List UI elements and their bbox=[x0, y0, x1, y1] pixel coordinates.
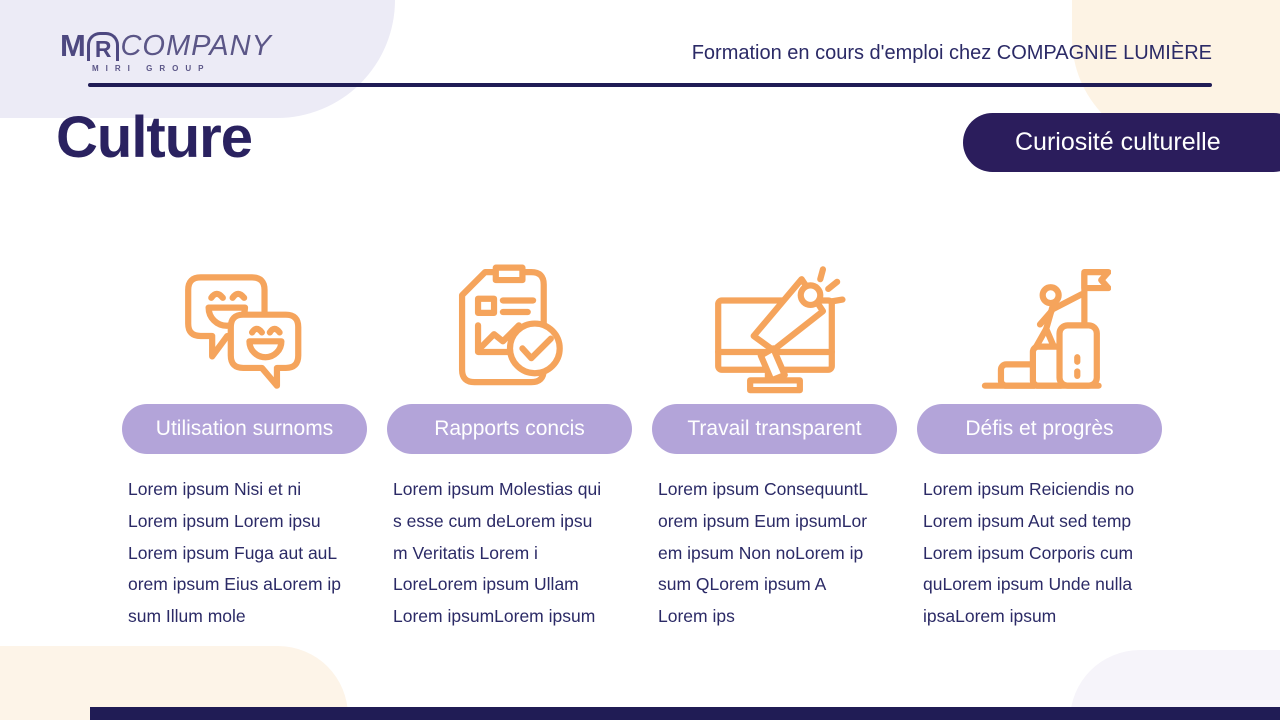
text-line: Lorem ipsum Reiciendis no bbox=[923, 479, 1135, 499]
pill-label: Utilisation surnoms bbox=[122, 404, 367, 454]
logo-arch-icon: R bbox=[86, 32, 120, 62]
pill-label: Défis et progrès bbox=[917, 404, 1162, 454]
content-columns: Utilisation surnoms Lorem ipsum Nisi et … bbox=[122, 244, 1162, 633]
report-checklist-icon bbox=[439, 244, 581, 396]
column-body-text: Lorem ipsum Reiciendis no Lorem ipsum Au… bbox=[917, 474, 1162, 633]
logo-letter-r: R bbox=[94, 36, 112, 62]
text-line: Lorem ipsum Fuga aut auL bbox=[128, 542, 338, 563]
course-header-title: Formation en cours d'emploi chez COMPAGN… bbox=[691, 42, 1212, 64]
section-badge: Curiosité culturelle bbox=[963, 113, 1280, 172]
text-line: sum Illum mole bbox=[128, 606, 246, 627]
text-line: s esse cum deLorem ipsu bbox=[393, 510, 593, 531]
text-line: Lorem ipsum ConsequuntL bbox=[658, 479, 869, 499]
text-line: Lorem ipsum Nisi et ni bbox=[128, 479, 302, 499]
text-line: LoreLorem ipsum Ullam bbox=[393, 574, 579, 595]
text-line: m Veritatis Lorem i bbox=[393, 542, 538, 563]
pill-label: Rapports concis bbox=[387, 404, 632, 454]
text-line: orem ipsum Eius aLorem ip bbox=[128, 574, 341, 595]
column-body-text: Lorem ipsum Nisi et ni Lorem ipsum Lorem… bbox=[122, 474, 367, 633]
logo-group-text: MIRI GROUP bbox=[92, 64, 211, 73]
logo-company-text: COMPANY bbox=[120, 30, 272, 62]
company-logo: M R COMPANY MIRI GROUP bbox=[60, 30, 272, 73]
text-line: orem ipsum Eum ipsumLor bbox=[658, 510, 868, 531]
text-line: Lorem ipsum Molestias qui bbox=[393, 479, 602, 499]
column-body-text: Lorem ipsum Molestias qui s esse cum deL… bbox=[387, 474, 632, 633]
text-line: Lorem ips bbox=[658, 606, 735, 627]
logo-letter-m: M bbox=[60, 28, 86, 63]
text-line: quLorem ipsum Unde nulla bbox=[923, 574, 1133, 595]
text-line: em ipsum Non noLorem ip bbox=[658, 542, 864, 563]
page-title: Culture bbox=[56, 105, 253, 170]
text-line: Lorem ipsum Aut sed temp bbox=[923, 510, 1132, 531]
footer-bar bbox=[90, 707, 1280, 720]
stairs-flag-icon bbox=[969, 244, 1111, 396]
column-body-text: Lorem ipsum ConsequuntL orem ipsum Eum i… bbox=[652, 474, 897, 633]
text-line: Lorem ipsum Corporis cum bbox=[923, 542, 1134, 563]
column-challenges: Défis et progrès Lorem ipsum Reiciendis … bbox=[917, 244, 1162, 633]
column-nicknames: Utilisation surnoms Lorem ipsum Nisi et … bbox=[122, 244, 367, 633]
chat-smileys-icon bbox=[174, 244, 316, 396]
decorative-blob-top-left bbox=[0, 0, 395, 118]
header-divider bbox=[88, 83, 1212, 87]
column-transparent-work: Travail transparent Lorem ipsum Consequu… bbox=[652, 244, 897, 633]
text-line: sum QLorem ipsum A bbox=[658, 574, 827, 595]
column-reports: Rapports concis Lorem ipsum Molestias qu… bbox=[387, 244, 632, 633]
monitor-megaphone-icon bbox=[704, 244, 846, 396]
pill-label: Travail transparent bbox=[652, 404, 897, 454]
text-line: ipsaLorem ipsum bbox=[923, 606, 1057, 627]
text-line: Lorem ipsum Lorem ipsu bbox=[128, 510, 321, 531]
text-line: Lorem ipsumLorem ipsum bbox=[393, 606, 596, 627]
